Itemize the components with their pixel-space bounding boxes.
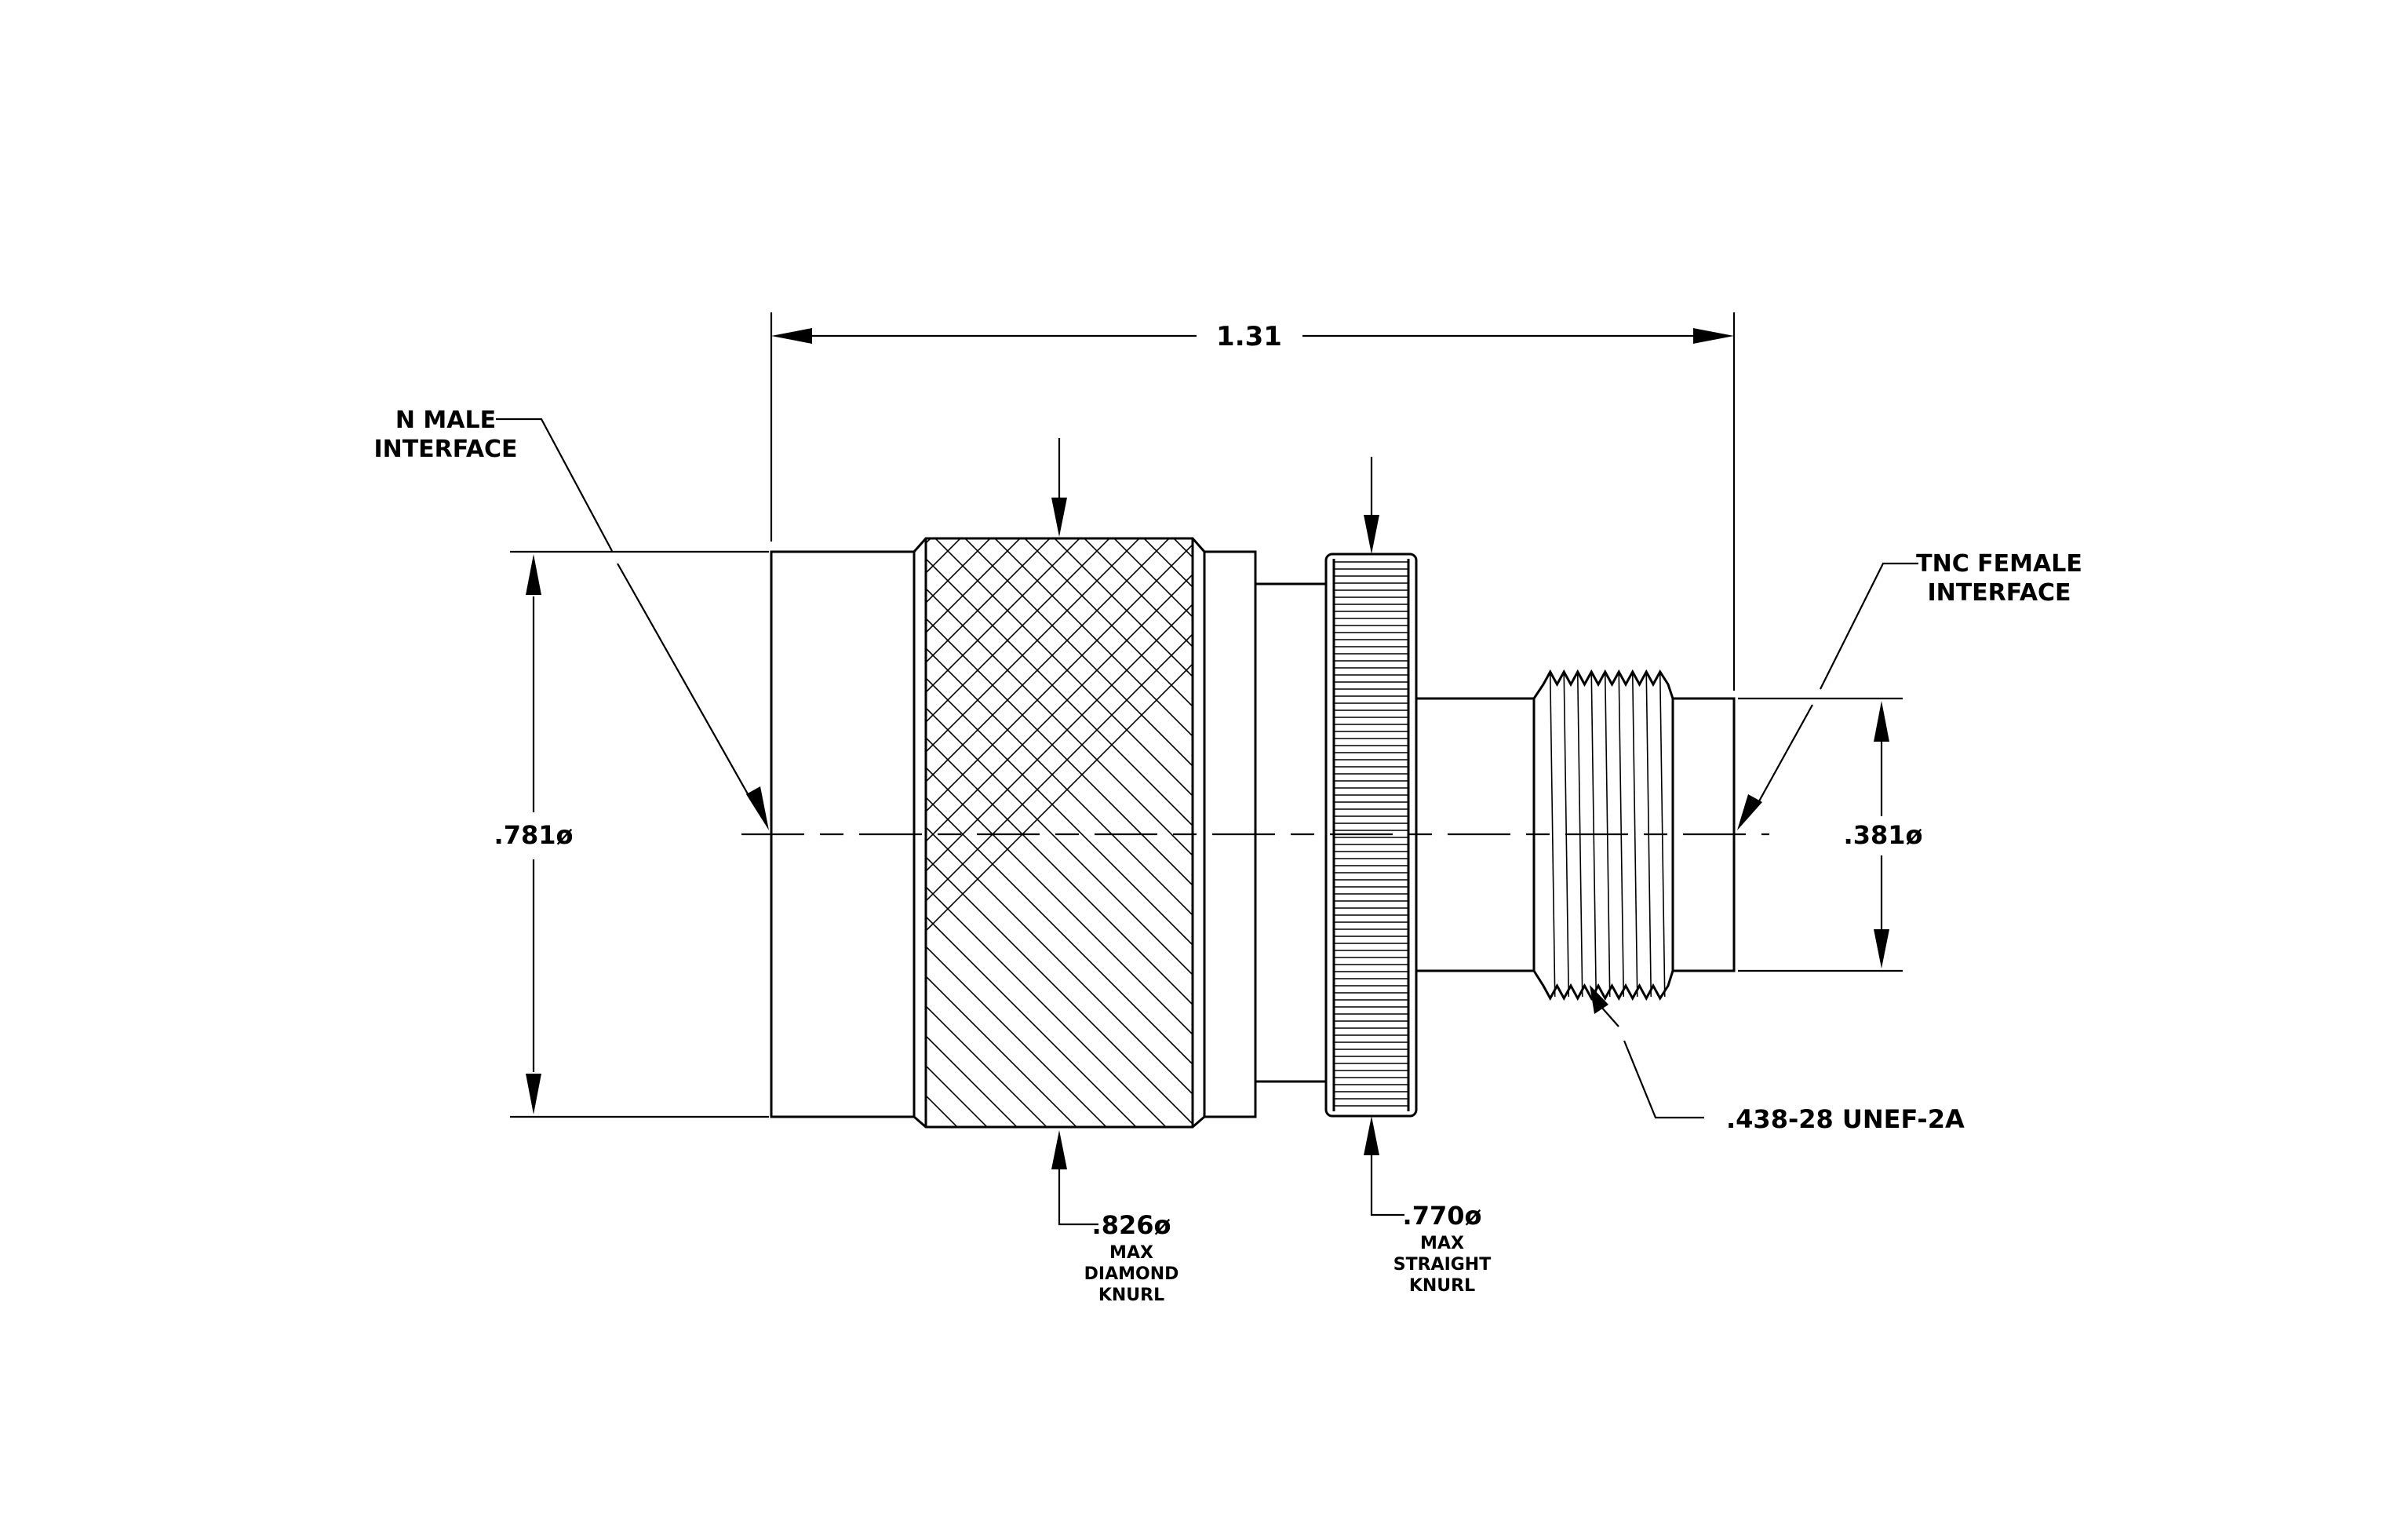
tnc-female-interface-callout: TNC FEMALE INTERFACE — [1737, 550, 2082, 830]
left-diameter-dimension: .781ø — [494, 550, 769, 1118]
diamond-knurl-type-label-2: KNURL — [1098, 1286, 1164, 1305]
n-male-label-line1: N MALE — [395, 407, 496, 434]
thread-spec-label: .438-28 UNEF-2A — [1726, 1104, 1965, 1134]
connector-body — [770, 537, 1736, 1129]
thread-callout: .438-28 UNEF-2A — [1590, 985, 1965, 1134]
right-diameter-label: .381ø — [1844, 820, 1923, 850]
body-neck — [1254, 582, 1328, 1083]
tnc-female-label-line1: TNC FEMALE — [1916, 550, 2082, 578]
diamond-knurl-diameter-label: .826ø — [1092, 1210, 1171, 1240]
overall-length-dimension: 1.31 — [770, 312, 1736, 691]
left-diameter-label: .781ø — [494, 820, 574, 850]
diamond-knurl-callout: .826ø MAX DIAMOND KNURL — [1051, 438, 1178, 1305]
n-male-label-line2: INTERFACE — [373, 436, 517, 463]
tnc-female-label-line2: INTERFACE — [1927, 579, 2071, 607]
diamond-knurl-type-label-1: DIAMOND — [1084, 1264, 1179, 1284]
diamond-knurl-max-label: MAX — [1109, 1243, 1153, 1263]
straight-knurl-diameter-label: .770ø — [1403, 1201, 1482, 1231]
overall-length-label: 1.31 — [1216, 321, 1282, 352]
diamond-knurl-pattern — [926, 538, 1193, 1127]
straight-knurl-callout: .770ø MAX STRAIGHT KNURL — [1364, 457, 1491, 1296]
straight-knurl-pattern — [1334, 561, 1408, 1107]
right-diameter-dimension: .381ø — [1738, 697, 1923, 972]
n-male-interface-callout: N MALE INTERFACE — [373, 407, 769, 830]
straight-knurl-max-label: MAX — [1420, 1234, 1464, 1253]
straight-knurl-type-label-2: KNURL — [1409, 1276, 1475, 1296]
straight-knurl-type-label-1: STRAIGHT — [1393, 1255, 1491, 1275]
